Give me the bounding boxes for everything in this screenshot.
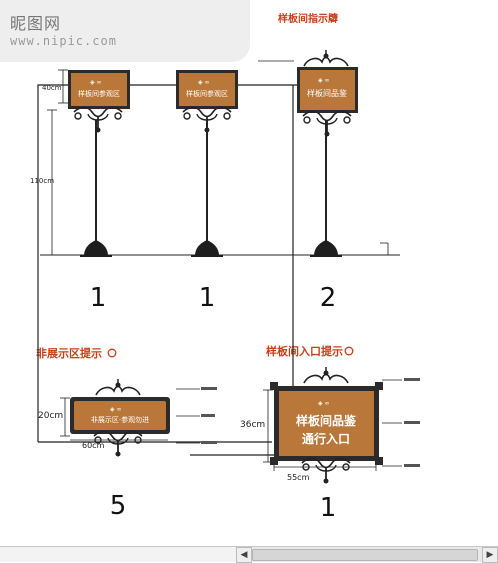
dimension-sign-height: 40cm: [42, 84, 62, 92]
watermark-title: 昵图网: [10, 14, 62, 33]
callout-leaders: [176, 379, 402, 467]
brand-mark: ◈ ∞: [318, 400, 330, 407]
brand-mark: ◈ ∞: [110, 406, 122, 413]
heading-entrance: 样板间入口提示: [266, 344, 343, 358]
quantity-sign-5: 5: [110, 491, 127, 521]
dimension-large-height: 36cm: [240, 420, 265, 430]
quantity-sign-2: 1: [199, 283, 216, 313]
entrance-line-2: 通行入口: [302, 431, 350, 446]
standing-sign-2: ◈ ∞ 样板间参观区: [176, 70, 238, 257]
heading-sign-type: 样板间指示牌: [278, 12, 338, 25]
heading-non-display: 非展示区提示: [36, 346, 102, 360]
dimension-small-width: 60cm: [82, 441, 105, 450]
quantity-sign-1: 1: [90, 283, 107, 313]
callout-markers: [201, 378, 420, 467]
quantity-entrance-sign: 1: [320, 493, 337, 523]
dimension-small-height: 20cm: [38, 411, 63, 421]
sign-2-text: 样板间参观区: [186, 89, 228, 98]
entrance-sign: ◈ ∞ 样板间品鉴 通行入口: [270, 366, 383, 485]
sign-5-text: 非展示区·参观勿进: [91, 415, 149, 424]
scrollbar-track[interactable]: [0, 547, 236, 562]
dimension-pole-height: 110cm: [30, 177, 54, 185]
circled-arrow-icon: [107, 348, 117, 358]
sign-3-text: 样板间品鉴: [307, 88, 347, 98]
horizontal-scrollbar[interactable]: ◀ ▶: [0, 546, 498, 563]
standing-sign-1: ◈ ∞ 样板间参观区: [68, 70, 130, 257]
scrollbar-thumb[interactable]: [252, 549, 478, 561]
dimension-large-width: 55cm: [287, 473, 310, 482]
standing-sign-3: ◈ ∞ 样板间品鉴: [297, 49, 358, 257]
brand-mark: ◈ ∞: [198, 79, 210, 86]
quantity-sign-3: 2: [320, 283, 337, 313]
circled-arrow-icon: [329, 14, 338, 23]
sign-1-text: 样板间参观区: [78, 89, 120, 98]
brand-mark: ◈ ∞: [318, 77, 330, 84]
non-display-sign: ◈ ∞ 非展示区·参观勿进: [70, 378, 170, 458]
circled-arrow-icon: [344, 346, 354, 356]
entrance-line-1: 样板间品鉴: [296, 413, 357, 428]
watermark-subtitle: www.nipic.com: [10, 34, 117, 48]
brand-mark: ◈ ∞: [90, 79, 102, 86]
watermark-banner: 昵图网 www.nipic.com: [0, 0, 250, 62]
